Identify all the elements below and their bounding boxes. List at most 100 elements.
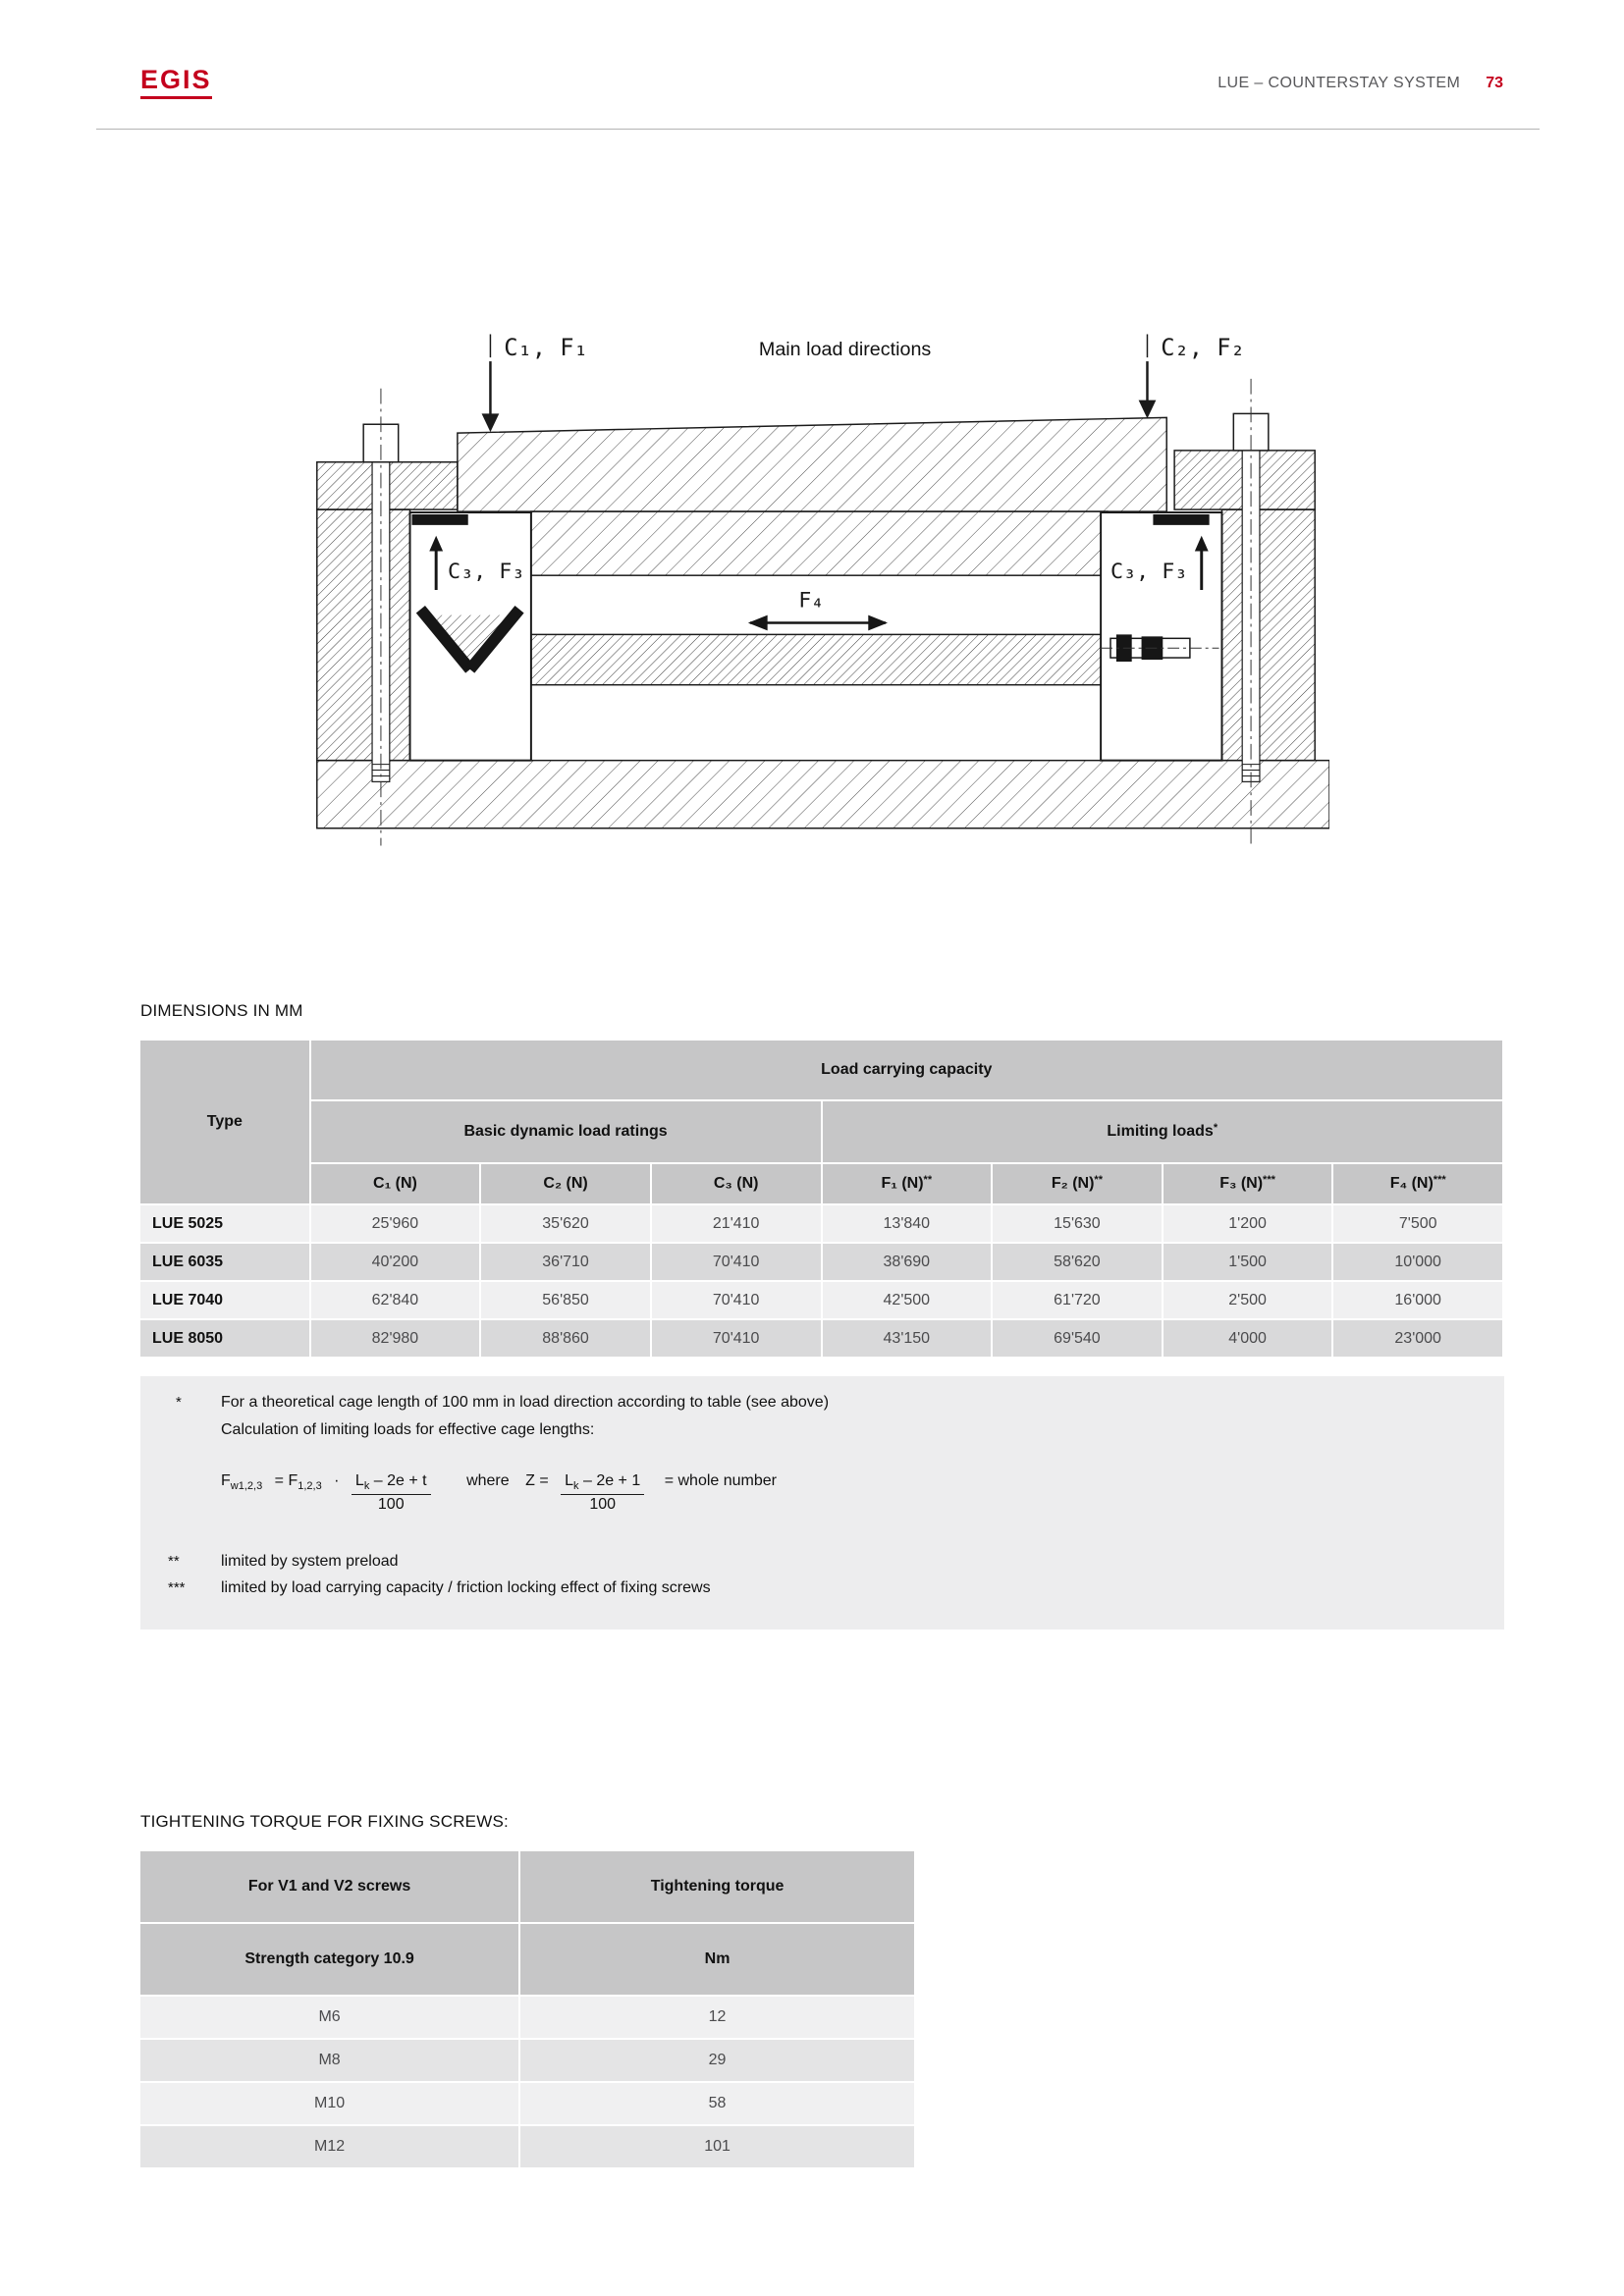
table-row: M12 101 — [140, 2126, 914, 2167]
cell: 7'500 — [1333, 1205, 1502, 1242]
column-header: C₃ (N) — [651, 1164, 821, 1203]
cell: 43'150 — [822, 1320, 992, 1357]
cell: 58'620 — [993, 1244, 1162, 1280]
column-header: F₄ (N)*** — [1333, 1164, 1502, 1203]
column-label: C₃ (N) — [713, 1175, 759, 1192]
cell: 16'000 — [1333, 1282, 1502, 1318]
row-type: LUE 6035 — [140, 1244, 309, 1280]
column-label: F₃ (N) — [1219, 1175, 1264, 1192]
row-type: LUE 7040 — [140, 1282, 309, 1318]
column-label: C₁ (N) — [373, 1175, 417, 1192]
torque-heading: TIGHTENING TORQUE FOR FIXING SCREWS: — [140, 1812, 509, 1831]
table-row: M8 29 — [140, 2040, 914, 2081]
column-header: C₁ (N) — [310, 1164, 480, 1203]
inner-arrow-left — [429, 535, 444, 590]
left-seal-strip — [411, 514, 468, 525]
technical-drawing: C₁, F₁ Main load directions C₂, F₂ C₃, F… — [302, 332, 1330, 846]
table-row: LUE 7040 62'840 56'850 70'410 42'500 61'… — [140, 1282, 1502, 1318]
table-row: Strength category 10.9 Nm — [140, 1924, 914, 1995]
footnotes-block: * For a theoretical cage length of 100 m… — [140, 1376, 1504, 1629]
formula-where: where — [466, 1472, 510, 1489]
type-header: Type — [140, 1041, 309, 1203]
cell: 10'000 — [1333, 1244, 1502, 1280]
screw-size: M6 — [140, 1997, 519, 2038]
cell: 88'860 — [481, 1320, 650, 1357]
page-number: 73 — [1486, 74, 1503, 91]
subgroup-sup: * — [1213, 1122, 1218, 1134]
column-header: C₂ (N) — [481, 1164, 650, 1203]
top-slab — [457, 416, 1167, 512]
cell: 70'410 — [651, 1320, 821, 1357]
row-type: LUE 5025 — [140, 1205, 309, 1242]
frac-num-base: L — [354, 1472, 364, 1489]
table-row: M6 12 — [140, 1997, 914, 2038]
axial-arrow — [747, 614, 889, 631]
cell: 56'850 — [481, 1282, 650, 1318]
footnote-text-4: limited by load carrying capacity / fric… — [221, 1579, 711, 1596]
header-divider — [96, 129, 1540, 130]
cell: 61'720 — [993, 1282, 1162, 1318]
table-row: LUE 8050 82'980 88'860 70'410 43'150 69'… — [140, 1320, 1502, 1357]
cell: 36'710 — [481, 1244, 650, 1280]
logo-text: EGIS — [140, 67, 212, 99]
frac-num-rest: – 2e + t — [373, 1472, 427, 1489]
frac-num-sub: k — [363, 1480, 370, 1493]
cell: 70'410 — [651, 1282, 821, 1318]
right-housing — [1220, 508, 1316, 762]
label-f4: F₄ — [798, 589, 824, 614]
column-sup: *** — [1263, 1174, 1275, 1186]
right-adjusting-screw — [1101, 634, 1219, 663]
cell: 1'500 — [1163, 1244, 1332, 1280]
base-slab — [316, 759, 1330, 829]
table-row: C₁ (N) C₂ (N) C₃ (N) F₁ (N)** F₂ (N)** F… — [140, 1164, 1502, 1203]
drawing-title: Main load directions — [759, 339, 932, 360]
cell: 25'960 — [310, 1205, 480, 1242]
right-seal-strip — [1153, 514, 1210, 525]
cell: 82'980 — [310, 1320, 480, 1357]
torque-value: 101 — [520, 2126, 914, 2167]
table-row: For V1 and V2 screws Tightening torque — [140, 1851, 914, 1922]
frac-num-sub: k — [573, 1480, 579, 1493]
header-right: LUE – COUNTERSTAY SYSTEM 73 — [1218, 75, 1503, 92]
formula-rhs-sub: 1,2,3 — [298, 1480, 322, 1493]
subgroup-header-limiting: Limiting loads* — [822, 1101, 1502, 1162]
torque-col2-subheader: Nm — [520, 1924, 914, 1995]
label-c1-f1: C₁, F₁ — [504, 334, 588, 361]
column-sup: ** — [923, 1174, 933, 1186]
group-header: Load carrying capacity — [310, 1041, 1502, 1099]
footnote-text-3: limited by system preload — [221, 1553, 399, 1570]
subgroup-label: Limiting loads — [1107, 1123, 1214, 1140]
column-sup: *** — [1433, 1174, 1446, 1186]
column-label: F₁ (N) — [881, 1175, 924, 1192]
column-label: F₂ (N) — [1051, 1175, 1095, 1192]
frac-den: 100 — [589, 1496, 617, 1514]
egis-logo: EGIS — [140, 67, 212, 99]
header-title: LUE – COUNTERSTAY SYSTEM — [1218, 74, 1461, 91]
footnote-text-1: For a theoretical cage length of 100 mm … — [221, 1394, 830, 1411]
frac-num-rest: – 2e + 1 — [582, 1472, 641, 1489]
load-arrow-left — [481, 334, 500, 433]
cell: 13'840 — [822, 1205, 992, 1242]
cell: 69'540 — [993, 1320, 1162, 1357]
cell: 21'410 — [651, 1205, 821, 1242]
torque-table: For V1 and V2 screws Tightening torque S… — [138, 1849, 916, 2169]
formula-fraction-1: Lk – 2e + t 100 — [351, 1472, 431, 1513]
cell: 2'500 — [1163, 1282, 1332, 1318]
footnote-marker-3: *** — [168, 1579, 186, 1596]
table-row: Basic dynamic load ratings Limiting load… — [140, 1101, 1502, 1162]
dimensions-heading: DIMENSIONS IN MM — [140, 1001, 303, 1020]
frac-den: 100 — [377, 1496, 405, 1514]
footnote-marker-2: ** — [168, 1553, 180, 1570]
subgroup-header-dynamic: Basic dynamic load ratings — [310, 1101, 821, 1162]
table-row: LUE 5025 25'960 35'620 21'410 13'840 15'… — [140, 1205, 1502, 1242]
screw-size: M12 — [140, 2126, 519, 2167]
page-header: EGIS LUE – COUNTERSTAY SYSTEM 73 — [140, 67, 1503, 99]
label-c2-f2: C₂, F₂ — [1161, 334, 1245, 361]
cell: 4'000 — [1163, 1320, 1332, 1357]
formula-z: Z = — [525, 1472, 549, 1489]
footnote-text-2: Calculation of limiting loads for effect… — [221, 1421, 595, 1438]
screw-size: M10 — [140, 2083, 519, 2124]
counterstay-cross-section: C₁, F₁ Main load directions C₂, F₂ C₃, F… — [316, 334, 1330, 846]
table-row: Type Load carrying capacity — [140, 1041, 1502, 1203]
